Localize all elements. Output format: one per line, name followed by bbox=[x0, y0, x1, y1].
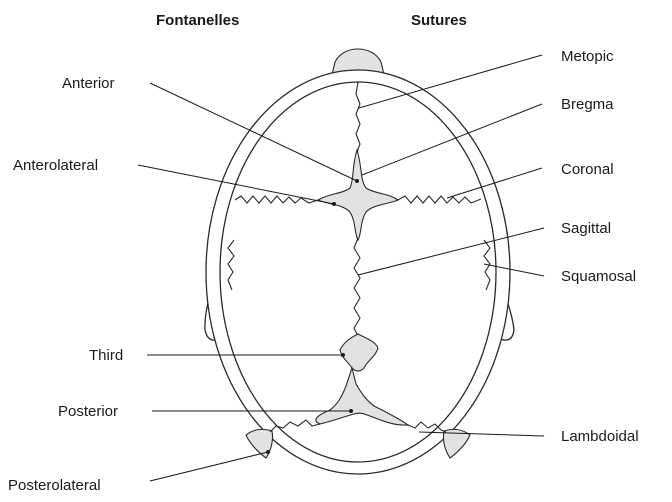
anterolateral-leader-dot bbox=[332, 202, 336, 206]
third-leader-dot bbox=[341, 353, 345, 357]
label-coronal: Coronal bbox=[561, 161, 614, 178]
label-lambdoidal: Lambdoidal bbox=[561, 428, 639, 445]
label-posterior: Posterior bbox=[58, 403, 118, 420]
label-anterior: Anterior bbox=[62, 75, 115, 92]
label-metopic: Metopic bbox=[561, 48, 614, 65]
label-bregma: Bregma bbox=[561, 96, 614, 113]
label-posterolateral: Posterolateral bbox=[8, 477, 101, 494]
label-squamosal: Squamosal bbox=[561, 268, 636, 285]
label-anterolateral: Anterolateral bbox=[13, 157, 98, 174]
fontanelles-heading: Fontanelles bbox=[156, 12, 239, 29]
label-third: Third bbox=[89, 347, 123, 364]
posterolateral-leader bbox=[150, 452, 268, 481]
posterolateral-leader-dot bbox=[266, 450, 270, 454]
sutures-heading: Sutures bbox=[411, 12, 467, 29]
label-sagittal: Sagittal bbox=[561, 220, 611, 237]
anterior-leader-dot bbox=[355, 179, 359, 183]
posterior-leader-dot bbox=[349, 409, 353, 413]
